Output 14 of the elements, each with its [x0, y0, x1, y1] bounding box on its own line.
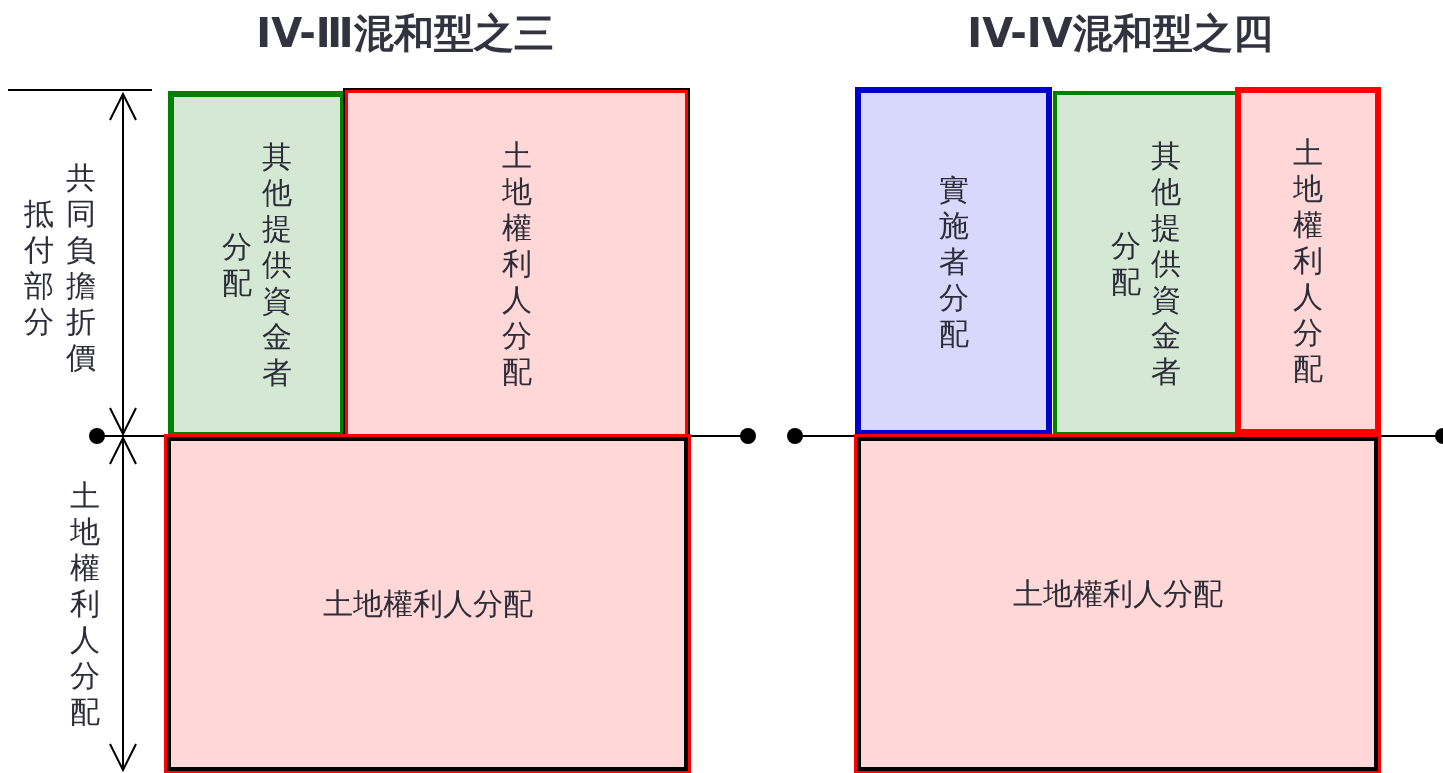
allocation-box	[345, 90, 688, 437]
allocation-box	[857, 437, 1378, 771]
panel-heading: IV-IV混和型之四	[966, 9, 1274, 58]
panel-heading: IV-Ⅲ混和型之三	[255, 9, 555, 58]
allocation-box	[855, 87, 1052, 436]
side-label: 共同負擔折價抵付部分	[24, 160, 96, 376]
box-text: 土地權利人分配	[1012, 574, 1223, 613]
box-text: 土地權利人分配	[322, 584, 533, 623]
box-text: 土地權利人分配	[501, 137, 532, 390]
allocation-box	[167, 437, 688, 771]
box-text: 土地權利人分配	[1293, 135, 1323, 387]
box-text: 實施者分配	[938, 171, 969, 352]
allocation-box	[1235, 87, 1381, 435]
side-label: 土地權利人分配	[70, 478, 100, 730]
